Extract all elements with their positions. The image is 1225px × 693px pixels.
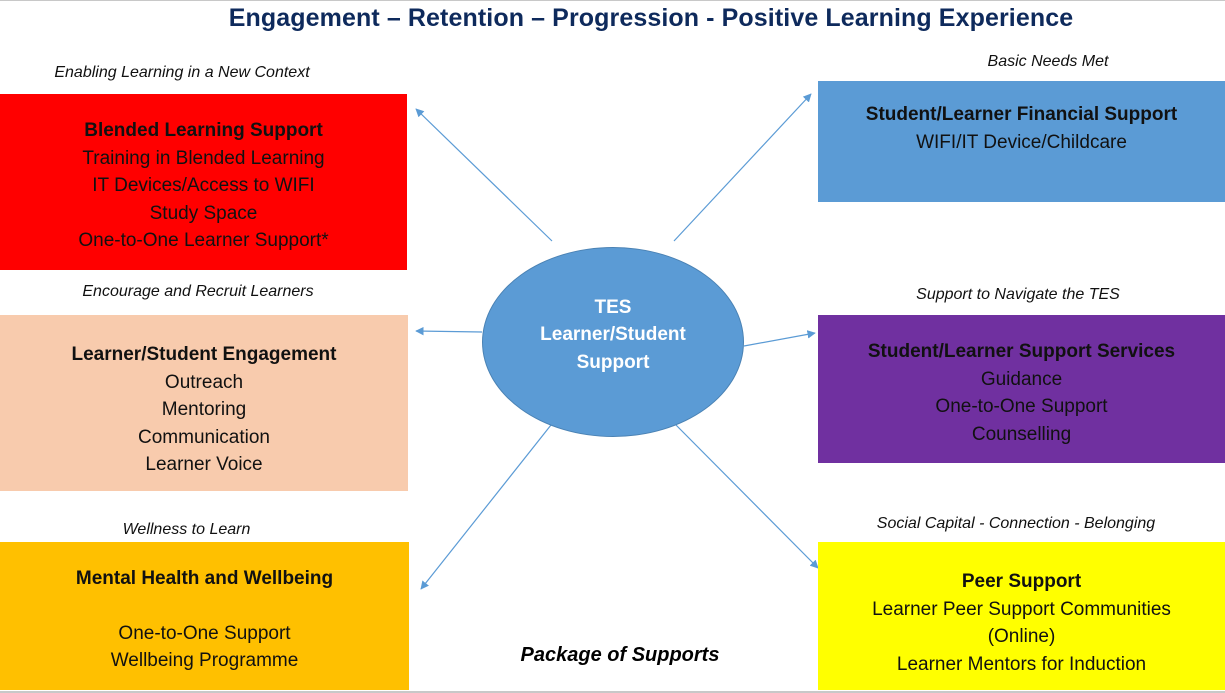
box-item: Learner Voice (145, 454, 263, 476)
center-node-tes-support: TES Learner/Student Support (482, 247, 744, 437)
caption-engagement: Encourage and Recruit Learners (82, 283, 314, 300)
box-support-services: Student/Learner Support Services Guidanc… (818, 315, 1225, 463)
box-item: Wellbeing Programme (110, 650, 299, 672)
box-item: WIFI/IT Device/Childcare (916, 131, 1127, 153)
box-item: Outreach (164, 371, 244, 393)
box-item: Training in Blended Learning (82, 147, 325, 169)
center-line: TES (594, 296, 632, 318)
box-heading: Learner/Student Engagement (71, 344, 337, 366)
box-item: One-to-One Learner Support* (78, 230, 329, 252)
caption-peer-support: Social Capital - Connection - Belonging (876, 515, 1156, 532)
caption-financial: Basic Needs Met (987, 53, 1109, 70)
box-financial-support: Student/Learner Financial Support WIFI/I… (818, 81, 1225, 202)
package-of-supports-label: Package of Supports (520, 644, 720, 666)
caption-blended-learning: Enabling Learning in a New Context (54, 64, 310, 81)
box-peer-support: Peer Support Learner Peer Support Commun… (818, 542, 1225, 690)
caption-services: Support to Navigate the TES (916, 286, 1120, 303)
box-heading: Blended Learning Support (84, 120, 323, 142)
box-blended-learning: Blended Learning Support Training in Ble… (0, 94, 407, 270)
box-item: One-to-One Support (118, 622, 291, 644)
box-item: Learner Peer Support Communities (872, 598, 1171, 620)
box-heading: Student/Learner Financial Support (865, 104, 1178, 125)
box-heading: Peer Support (961, 571, 1082, 592)
box-heading: Mental Health and Wellbeing (75, 568, 334, 590)
box-engagement: Learner/Student Engagement Outreach Ment… (0, 315, 408, 491)
box-item: Mentoring (161, 399, 247, 421)
box-item: One-to-One Support (935, 396, 1108, 417)
box-wellbeing: Mental Health and Wellbeing One-to-One S… (0, 542, 409, 690)
box-item: Guidance (980, 368, 1063, 390)
center-line: Support (576, 351, 650, 373)
box-item: IT Devices/Access to WIFI (92, 175, 315, 197)
box-item: Learner Mentors for Induction (896, 653, 1147, 675)
box-item: (Online) (987, 626, 1056, 647)
box-item: Communication (138, 426, 270, 448)
diagram-title: Engagement – Retention – Progression - P… (228, 4, 1074, 32)
box-item: Study Space (149, 202, 258, 224)
box-heading: Student/Learner Support Services (867, 341, 1176, 362)
center-line: Learner/Student (540, 324, 686, 346)
box-item: Counselling (971, 423, 1072, 445)
caption-wellbeing: Wellness to Learn (122, 521, 251, 538)
